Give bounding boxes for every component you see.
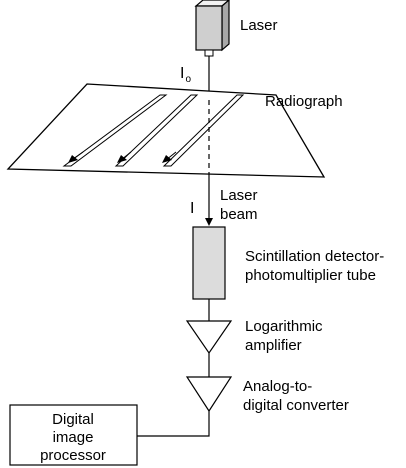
log-amplifier-label-line2: amplifier — [245, 337, 302, 354]
transmitted-beam-arrowhead — [205, 218, 213, 226]
scan-arrowhead-3 — [162, 155, 172, 163]
adc-label-line1: Analog-to- — [243, 378, 312, 395]
laser-box-front — [195, 5, 223, 51]
laser-beam-label-line1: Laser — [220, 187, 258, 204]
raster-scan-paths — [62, 94, 245, 167]
processor-label-line3: processor — [40, 447, 106, 464]
adc-to-processor-line — [137, 411, 210, 437]
scan-path-1 — [62, 94, 168, 167]
adc-label-line2: digital converter — [243, 397, 349, 414]
laser-source — [194, 0, 230, 57]
scan-arrowhead-1 — [68, 155, 78, 163]
transmitted-intensity-symbol: I — [190, 200, 194, 217]
processor-label-line2: image — [53, 429, 94, 446]
laser-beam-label-line2: beam — [220, 206, 258, 223]
laser-label: Laser — [240, 17, 278, 34]
incident-intensity-symbol: I — [180, 65, 184, 82]
raster-scan-arrowheads — [68, 155, 172, 163]
log-amplifier-symbol — [185, 320, 233, 355]
digital-image-processor — [9, 404, 138, 466]
scintillation-detector — [192, 226, 226, 300]
detector-label-line2: photomultiplier tube — [245, 267, 376, 284]
processor-label-line1: Digital — [52, 411, 94, 428]
detector-label-line1: Scintillation detector- — [245, 248, 384, 265]
incident-intensity-subscript: o — [185, 74, 191, 85]
scan-arrowhead-2 — [117, 155, 127, 163]
adc-symbol — [185, 376, 233, 413]
laser-aperture — [204, 49, 214, 57]
incident-intensity-label: Io — [180, 65, 191, 85]
radiograph-label: Radiograph — [265, 93, 343, 110]
scan-path-3 — [162, 94, 245, 167]
scan-path-2 — [114, 94, 199, 167]
laser-box-side — [221, 0, 230, 52]
log-amplifier-label-line1: Logarithmic — [245, 318, 323, 335]
